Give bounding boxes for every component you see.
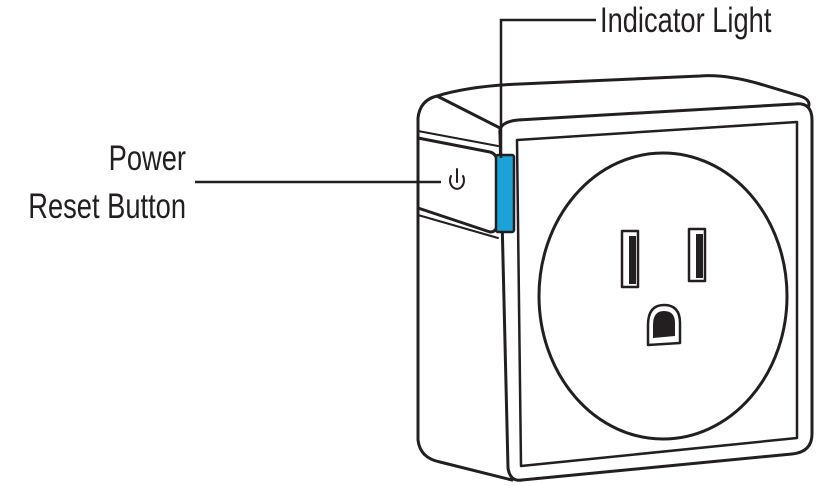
outlet-ground-hole-fill [653,311,675,338]
outlet-slot-right-fill [696,234,703,278]
outlet-slot-left-fill [629,236,636,284]
indicator-light [494,153,516,234]
power-icon [449,168,465,190]
smart-plug [416,74,814,482]
button-groove-bottom [417,214,499,239]
outlet-face [537,151,789,441]
power-reset-label-line2: Reset Button [28,187,186,226]
indicator-light-label: Indicator Light [600,1,772,40]
indicator-light-leader [499,18,596,158]
plug-front-bezel [515,120,799,468]
button-groove-top [417,130,499,147]
power-reset-label-line1: Power [109,139,186,178]
